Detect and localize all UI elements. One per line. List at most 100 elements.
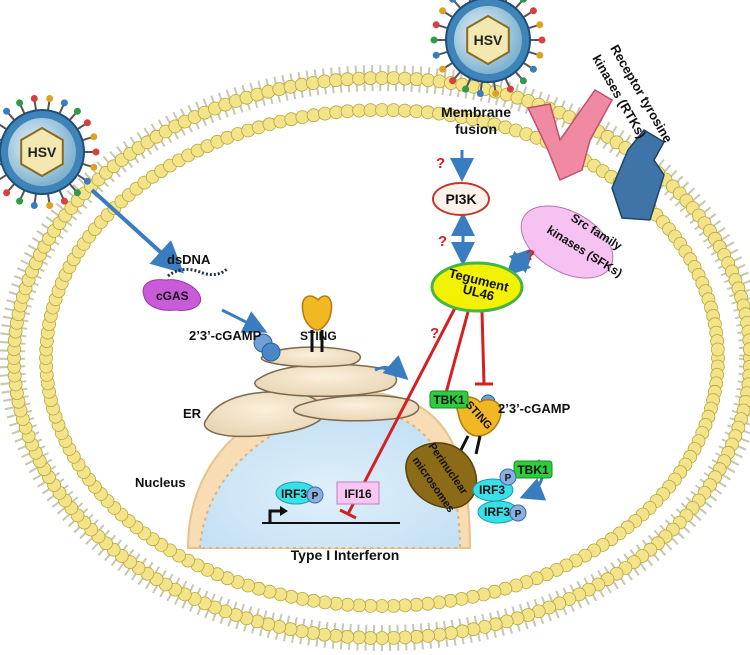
- virus-spike-stem: [68, 183, 77, 192]
- virus-glycoprotein: [60, 99, 68, 107]
- phospho-label-nuclear: P: [312, 491, 319, 502]
- virus-glycoprotein: [3, 189, 11, 197]
- sting-label: STING: [300, 329, 337, 343]
- membrane-bead: [398, 630, 413, 645]
- membrane-bead: [306, 76, 320, 90]
- membrane-bead: [363, 631, 378, 645]
- virus-glycoprotein: [439, 7, 447, 15]
- virus-spike-stem: [58, 104, 65, 115]
- phospho-label-upper: P: [505, 473, 512, 484]
- membrane-bead: [375, 631, 389, 645]
- virus-glycoprotein: [492, 90, 500, 97]
- virus-glycoprotein: [519, 77, 527, 85]
- perinuclear-microsomes: [405, 442, 478, 509]
- membrane-bead: [409, 104, 424, 119]
- membrane-bead: [340, 104, 355, 119]
- receptor-tyrosine-kinases: [526, 89, 666, 221]
- virus-spike-stem: [437, 50, 448, 56]
- virus-spike-stem: [479, 81, 483, 92]
- membrane-bead: [306, 626, 320, 640]
- membrane-bead: [420, 596, 435, 611]
- virus-capsid: [20, 126, 64, 178]
- virus-glycoprotein: [506, 85, 514, 93]
- virus-spike-stem: [68, 112, 77, 121]
- virus-glycoprotein: [432, 21, 440, 29]
- virus-glycoprotein: [73, 189, 81, 197]
- sting-dimer: [301, 295, 333, 352]
- hsv-virus-top: HSV: [430, 0, 546, 97]
- virus-spike-stem: [453, 0, 462, 9]
- phospho-label-lower: P: [515, 509, 522, 520]
- virus-spike-stem: [468, 0, 472, 3]
- membrane-bead: [466, 622, 481, 637]
- membrane-bead: [444, 626, 458, 640]
- irf3-nuclear: [275, 481, 324, 505]
- type1-ifn-label: Type I Interferon: [291, 547, 400, 563]
- membrane-bead: [317, 595, 332, 610]
- membrane-bead: [432, 74, 447, 89]
- tegument-label-2: UL46: [461, 281, 495, 303]
- virus-spike-stem: [82, 162, 93, 168]
- membrane-bead: [409, 629, 424, 644]
- pi3k-node: [432, 182, 490, 216]
- virus-spike-stem: [514, 0, 523, 9]
- ifi16-box: [336, 481, 380, 505]
- virus-spike-stem: [19, 189, 26, 200]
- virus-glycoprotein: [90, 163, 98, 171]
- virus-glycoprotein: [536, 21, 544, 29]
- virus-glycoprotein: [30, 95, 38, 102]
- cgamp-molecule: [253, 333, 281, 362]
- pi3k-label: PI3K: [445, 191, 476, 207]
- irf3-label-nuclear: IRF3: [281, 487, 307, 501]
- virus-spike-stem: [0, 138, 2, 142]
- virus-glycoprotein: [519, 0, 527, 3]
- virus-spike-stem: [47, 193, 51, 204]
- membrane-bead: [710, 342, 725, 357]
- membrane-bead: [328, 628, 343, 643]
- irf3-label-upper: IRF3: [479, 483, 505, 497]
- virus-spike-stem: [19, 104, 26, 115]
- membrane-bead: [386, 599, 401, 613]
- hsv-label: HSV: [28, 144, 57, 160]
- nucleus-label: Nucleus: [135, 475, 186, 490]
- membrane-bead: [294, 624, 309, 639]
- virus-glycoprotein: [83, 177, 91, 185]
- irf3-label-lower: IRF3: [484, 505, 510, 519]
- question-mark-sfk: ?: [526, 247, 535, 264]
- membrane-bead: [283, 79, 298, 94]
- membrane-bead: [363, 71, 378, 85]
- virus-glycoprotein: [46, 95, 54, 102]
- membrane-bead: [421, 73, 436, 88]
- virus-glycoprotein: [30, 202, 38, 209]
- membrane-bead: [340, 597, 355, 612]
- membrane-bead: [375, 103, 389, 117]
- virus-glycoprotein: [92, 148, 100, 156]
- virus-spike-stem: [528, 50, 539, 56]
- dsdna-cgas-complex: [142, 266, 230, 311]
- tbk1-box-upper: [429, 390, 469, 409]
- virus-spike-stem: [7, 183, 16, 192]
- cell-membrane: [0, 65, 750, 651]
- virus-spike-stem: [7, 112, 16, 121]
- ifi16-label: IFI16: [344, 487, 372, 501]
- membrane-bead: [375, 599, 389, 613]
- membrane-bead: [352, 598, 367, 613]
- virus-glycoprotein: [73, 107, 81, 115]
- membrane-fusion-label-2: fusion: [455, 121, 497, 137]
- membrane-bead: [386, 71, 401, 85]
- membrane-bead: [329, 105, 344, 120]
- virus-spike-stem: [528, 24, 539, 30]
- activation-arrows: [90, 150, 547, 501]
- virus-glycoprotein: [60, 197, 68, 205]
- membrane-bead: [340, 629, 355, 644]
- membrane-bead: [306, 108, 321, 123]
- membrane-bead: [443, 593, 458, 608]
- tegument-ul46: [430, 261, 524, 313]
- virus-spike-stem: [453, 71, 462, 80]
- hsv-virus-left: HSV: [0, 95, 100, 209]
- membrane-bead: [328, 73, 343, 88]
- hsv-label: HSV: [474, 32, 503, 48]
- virus-spike-stem: [493, 81, 497, 92]
- virus-glycoprotein: [90, 133, 98, 141]
- membrane-bead: [294, 77, 309, 92]
